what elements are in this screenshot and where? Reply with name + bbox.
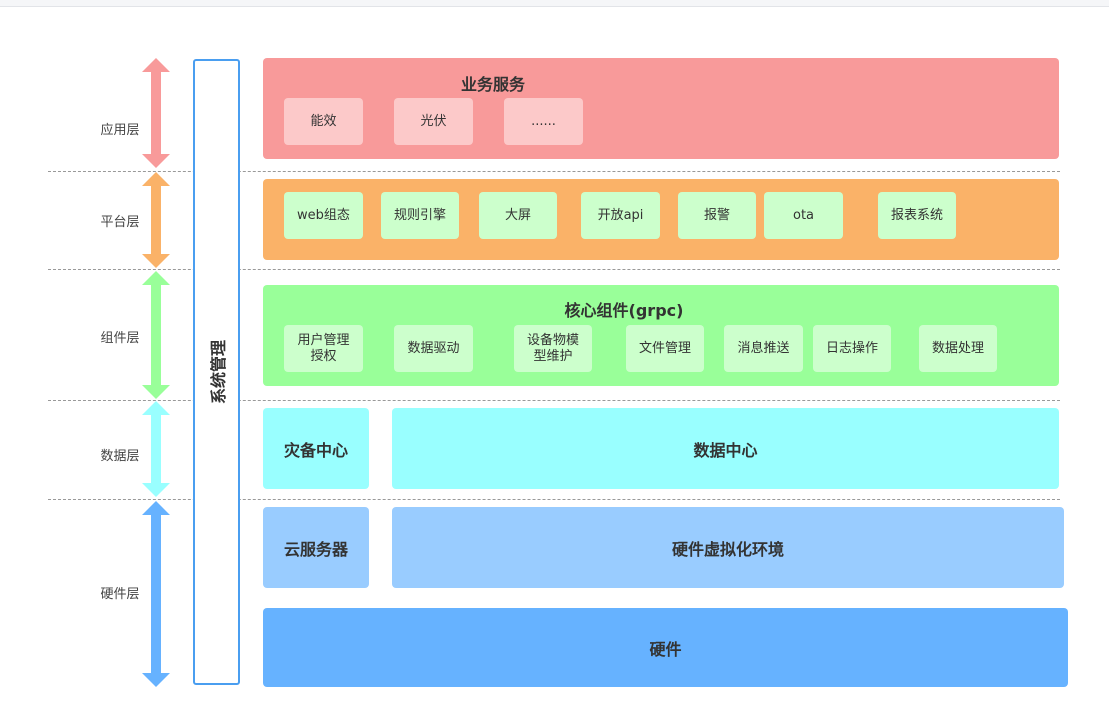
hardware-virtualization-block[interactable]: 硬件虚拟化环境 [392, 507, 1064, 588]
layer-label-component: 组件层 [100, 331, 140, 346]
layer-label-application: 应用层 [100, 123, 140, 138]
data-center-block[interactable]: 数据中心 [392, 408, 1059, 489]
platform-layer-block: web组态 规则引擎 大屏 开放api 报警 ota 报表系统 [263, 179, 1059, 260]
platform-item-report[interactable]: 报表系统 [878, 192, 956, 239]
platform-item-open-api[interactable]: 开放api [581, 192, 660, 239]
double-arrow-icon-data [142, 401, 170, 497]
hardware-block[interactable]: 硬件 [263, 608, 1068, 687]
layer-label-platform: 平台层 [100, 215, 140, 230]
component-layer-block: 核心组件(grpc) 用户管理 授权 数据驱动 设备物模 型维护 文件管理 消息… [263, 285, 1059, 386]
double-arrow-icon-component [142, 271, 170, 399]
platform-item-web-config[interactable]: web组态 [284, 192, 363, 239]
app-item-energy[interactable]: 能效 [284, 98, 363, 145]
component-item-message-push[interactable]: 消息推送 [724, 325, 803, 372]
separator-line [48, 171, 1060, 172]
double-arrow-icon-application [142, 58, 170, 168]
top-bar [0, 0, 1109, 7]
double-arrow-icon-platform [142, 172, 170, 268]
system-management-box[interactable]: 系统管理 [193, 59, 240, 685]
component-item-user-auth[interactable]: 用户管理 授权 [284, 325, 363, 372]
double-arrow-icon-hardware [142, 501, 170, 687]
app-item-pv[interactable]: 光伏 [394, 98, 473, 145]
platform-item-rule-engine[interactable]: 规则引擎 [381, 192, 459, 239]
backup-center-block[interactable]: 灾备中心 [263, 408, 369, 489]
application-title: 业务服务 [460, 75, 525, 94]
component-title: 核心组件(grpc) [564, 301, 684, 320]
component-item-data-processing[interactable]: 数据处理 [919, 325, 997, 372]
separator-line [48, 499, 1060, 500]
component-item-data-driver[interactable]: 数据驱动 [394, 325, 473, 372]
separator-line [48, 269, 1060, 270]
application-layer-block: 业务服务 能效 光伏 ...... [263, 58, 1059, 159]
separator-line [48, 400, 1060, 401]
platform-item-ota[interactable]: ota [764, 192, 843, 239]
layer-label-data: 数据层 [100, 449, 140, 464]
component-item-log[interactable]: 日志操作 [813, 325, 891, 372]
platform-item-alarm[interactable]: 报警 [678, 192, 756, 239]
cloud-server-block[interactable]: 云服务器 [263, 507, 369, 588]
component-item-device-model[interactable]: 设备物模 型维护 [514, 325, 592, 372]
platform-item-big-screen[interactable]: 大屏 [479, 192, 557, 239]
system-management-label: 系统管理 [208, 339, 228, 405]
layer-label-hardware: 硬件层 [100, 587, 140, 602]
app-item-more[interactable]: ...... [504, 98, 583, 145]
component-item-file-mgmt[interactable]: 文件管理 [626, 325, 704, 372]
